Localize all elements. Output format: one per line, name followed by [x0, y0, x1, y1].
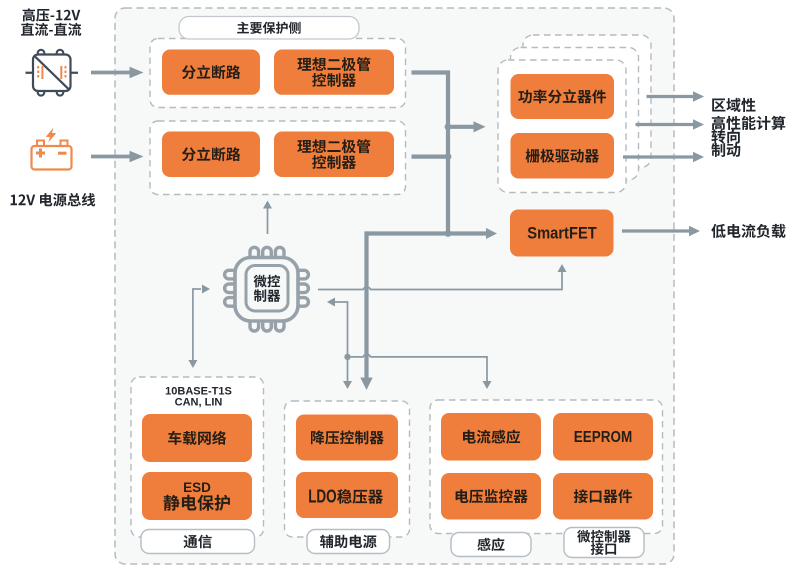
svg-text:EEPROM: EEPROM	[574, 429, 633, 446]
svg-text:SmartFET: SmartFET	[527, 224, 597, 242]
svg-text:10BASE-T1S: 10BASE-T1S	[165, 385, 232, 397]
svg-text:LDO: LDO	[308, 486, 337, 506]
svg-text:CAN, LIN: CAN, LIN	[175, 396, 223, 408]
svg-text:ESD: ESD	[183, 480, 211, 495]
